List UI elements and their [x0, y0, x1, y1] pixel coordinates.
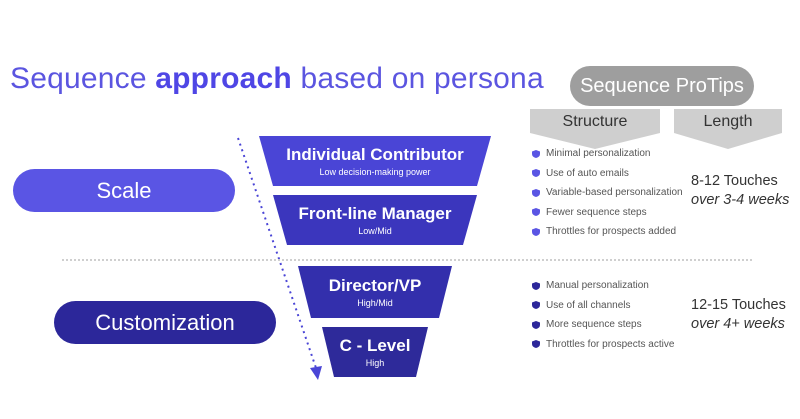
title-suffix: based on persona — [291, 62, 544, 95]
length-duration: over 4+ weeks — [691, 316, 785, 332]
list-item: Throttles for prospects added — [532, 222, 683, 242]
list-item: Fewer sequence steps — [532, 203, 683, 223]
funnel-segment-director-vp: Director/VP High/Mid — [298, 266, 452, 318]
shield-bullet-icon — [532, 301, 540, 310]
funnel-shape — [298, 266, 452, 318]
shield-bullet-icon — [532, 188, 540, 197]
length-header-shape — [674, 109, 782, 149]
scale-pill: Scale — [13, 169, 235, 212]
page-title: Sequence approach based on persona — [10, 62, 544, 96]
list-item-text: Fewer sequence steps — [546, 206, 647, 218]
list-item-text: Use of auto emails — [546, 167, 629, 179]
list-item-text: More sequence steps — [546, 319, 642, 331]
segment-sub: High/Mid — [357, 297, 393, 308]
segment-name: Director/VP — [328, 275, 422, 295]
list-item: Throttles for prospects active — [532, 335, 674, 355]
structure-header-shape — [530, 109, 660, 149]
structure-list-customization: Manual personalization Use of all channe… — [532, 276, 674, 354]
shield-bullet-icon — [532, 149, 540, 158]
structure-header: Structure — [530, 109, 660, 151]
segment-sub: High — [365, 357, 385, 368]
funnel-shape — [273, 195, 477, 245]
shield-bullet-icon — [532, 281, 540, 290]
list-item-text: Minimal personalization — [546, 148, 651, 160]
structure-header-label: Structure — [562, 113, 628, 130]
shield-bullet-icon — [532, 340, 540, 349]
segment-name: Front-line Manager — [298, 203, 452, 223]
length-header-label: Length — [703, 113, 753, 130]
title-prefix: Sequence — [10, 62, 156, 95]
funnel-segment-c-level: C - Level High — [322, 327, 428, 377]
list-item-text: Throttles for prospects added — [546, 226, 677, 238]
title-bold: approach — [155, 62, 292, 95]
list-item-text: Throttles for prospects active — [546, 338, 675, 350]
length-scale: 8-12 Touches over 3-4 weeks — [691, 172, 796, 210]
shield-bullet-icon — [532, 227, 540, 236]
list-item: Minimal personalization — [532, 144, 683, 164]
structure-list-scale: Minimal personalization Use of auto emai… — [532, 144, 683, 242]
segment-sub: Low decision-making power — [319, 166, 431, 177]
section-divider — [62, 259, 752, 261]
list-item: Variable-based personalization — [532, 183, 683, 203]
shield-bullet-icon — [532, 169, 540, 178]
arrow-down-icon — [237, 137, 322, 380]
list-item-text: Manual personalization — [546, 280, 649, 292]
list-item: Use of all channels — [532, 296, 674, 316]
segment-name: C - Level — [339, 335, 411, 355]
funnel-shape — [322, 327, 428, 377]
length-touches: 12-15 Touches — [691, 297, 786, 313]
funnel-segment-front-line-manager: Front-line Manager Low/Mid — [273, 195, 477, 245]
length-customization: 12-15 Touches over 4+ weeks — [691, 296, 796, 334]
list-item-text: Use of all channels — [546, 299, 631, 311]
length-duration: over 3-4 weeks — [691, 192, 790, 208]
length-header: Length — [674, 109, 782, 151]
funnel-shape — [259, 136, 491, 186]
segment-sub: Low/Mid — [358, 225, 392, 236]
shield-bullet-icon — [532, 208, 540, 217]
list-item: More sequence steps — [532, 315, 674, 335]
list-item: Use of auto emails — [532, 164, 683, 184]
length-touches: 8-12 Touches — [691, 173, 778, 189]
shield-bullet-icon — [532, 320, 540, 329]
segment-name: Individual Contributor — [286, 144, 464, 164]
funnel-segment-individual-contributor: Individual Contributor Low decision-maki… — [259, 136, 491, 186]
protips-pill: Sequence ProTips — [570, 66, 754, 106]
list-item: Manual personalization — [532, 276, 674, 296]
list-item-text: Variable-based personalization — [546, 187, 683, 199]
customization-pill: Customization — [54, 301, 276, 344]
